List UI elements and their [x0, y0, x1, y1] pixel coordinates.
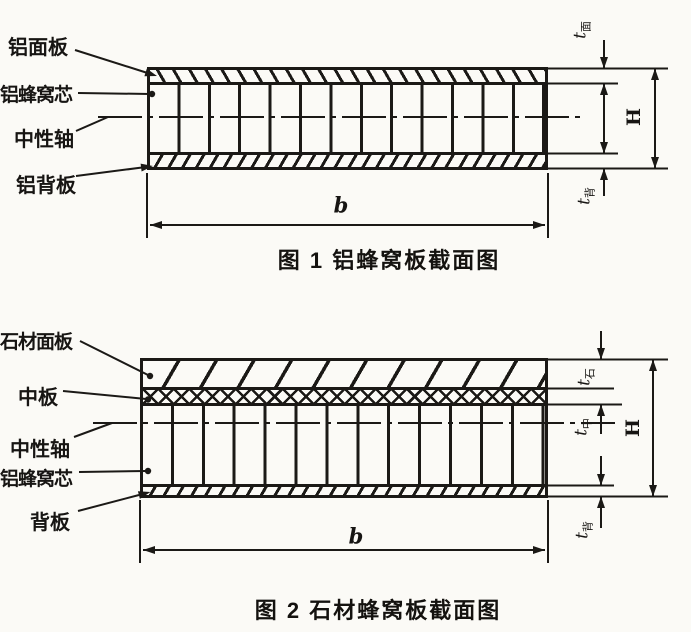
- fig2-panel-cross-section: [140, 358, 548, 498]
- fig1-height-dimension: [651, 68, 659, 169]
- fig1-caption: 图 1 铝蜂窝板截面图: [277, 248, 501, 273]
- fig2-stone-face-layer: [143, 361, 545, 390]
- fig2-label-stone-face: 石材面板: [0, 332, 73, 353]
- fig2-caption: 图 2 石材蜂窝板截面图: [254, 598, 502, 623]
- fig2-label-neutral-axis: 中性轴: [10, 439, 70, 461]
- fig1-honeycomb-core-layer: [150, 85, 545, 155]
- fig1-label-honeycomb-core: 铝蜂窝芯: [0, 85, 73, 106]
- fig1-label-aluminum-face: 铝面板: [8, 37, 68, 59]
- fig1-aluminum-face-layer: [150, 70, 545, 85]
- fig1-dim-width: b: [333, 192, 349, 218]
- fig1-thickness-dimension: [600, 40, 608, 196]
- fig1-label-aluminum-back: 铝背板: [16, 175, 76, 197]
- fig1-width-dimension: [150, 221, 545, 229]
- fig2-label-middle-plate: 中板: [18, 387, 58, 409]
- fig2-label-back-plate: 背板: [30, 512, 70, 534]
- fig1-extension-lines: [146, 67, 668, 238]
- fig2-thickness-dimension: [597, 331, 605, 528]
- fig2-middle-plate-layer: [143, 390, 545, 406]
- fig1-leader-lines: [74, 49, 157, 177]
- fig2-extension-lines: [139, 358, 668, 563]
- fig1-aluminum-back-layer: [150, 155, 545, 167]
- fig2-back-plate-layer: [143, 487, 545, 495]
- fig2-leader-lines: [62, 340, 154, 512]
- fig2-honeycomb-core-layer: [143, 406, 545, 487]
- fig2-dim-width: b: [348, 523, 364, 549]
- fig1-label-neutral-axis: 中性轴: [14, 129, 74, 151]
- fig1-panel-cross-section: [147, 67, 548, 170]
- fig2-label-honeycomb-core: 铝蜂窝芯: [0, 469, 73, 490]
- fig2-height-dimension: [649, 359, 657, 497]
- fig2-width-dimension: [143, 546, 545, 554]
